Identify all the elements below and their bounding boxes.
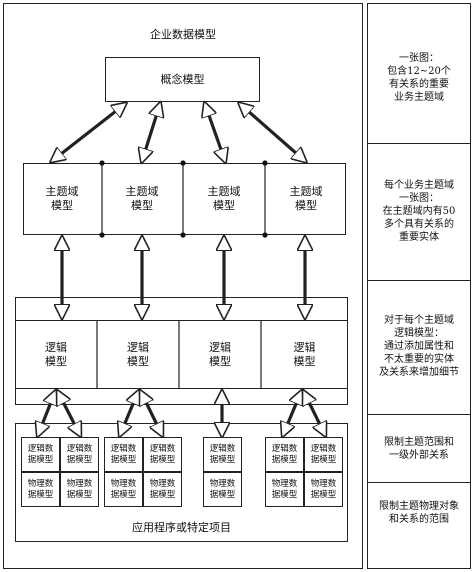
diagram-title: 企业数据模型 [150,28,216,41]
notes-panel [367,3,471,569]
physical-data-model: 物理数 据模型 [265,472,304,507]
note-logical: 对于每个主题域 逻辑模型： 通过添加属性和 不太重要的实体 及关系来增加细节 [379,314,459,378]
physical-data-model: 物理数 据模型 [203,472,242,507]
physical-data-model: 物理数 据模型 [104,472,143,507]
logical-data-model: 逻辑数 据模型 [265,437,304,472]
note-subject-area: 每个业务主题域 一张图： 在主题域内有50 多个具有关系的 重要实体 [382,179,456,243]
logical-data-model: 逻辑数 据模型 [143,437,182,472]
logical-data-model: 逻辑数 据模型 [304,437,343,472]
physical-data-model: 物理数 据模型 [21,472,60,507]
double-arrows [38,104,325,435]
logical-data-model: 逻辑数 据模型 [104,437,143,472]
logical-model-3: 逻辑 模型 [209,340,231,368]
subject-area-model-2: 主题域 模型 [125,185,159,212]
logical-model-row [15,320,348,389]
note-divider [367,143,471,144]
concept-model-box: 概念模型 [105,57,260,102]
subject-area-model-4: 主题域 模型 [289,185,323,212]
note-divider [367,280,471,281]
note-physical: 限制主题物理对象 和关系的范围 [379,501,459,525]
application-label: 应用程序或特定项目 [132,521,231,534]
note-scope: 限制主题范围和 一级外部关系 [384,437,454,461]
note-divider [367,482,471,483]
logical-model-2: 逻辑 模型 [127,340,149,368]
physical-data-model: 物理数 据模型 [60,472,99,507]
relation-lines [96,163,266,389]
subject-area-model-3: 主题域 模型 [207,185,241,212]
physical-data-model: 物理数 据模型 [143,472,182,507]
note-divider [367,414,471,415]
logical-model-4: 逻辑 模型 [293,340,316,368]
logical-data-model: 逻辑数 据模型 [203,437,242,472]
subject-area-model-1: 主题域 模型 [45,185,79,212]
note-concept: 一张图： 包含12~20个 有关系的重要 业务主题域 [387,53,451,103]
logical-data-model: 逻辑数 据模型 [21,437,60,472]
physical-data-model: 物理数 据模型 [304,472,343,507]
logical-model-1: 逻辑 模型 [45,340,67,368]
